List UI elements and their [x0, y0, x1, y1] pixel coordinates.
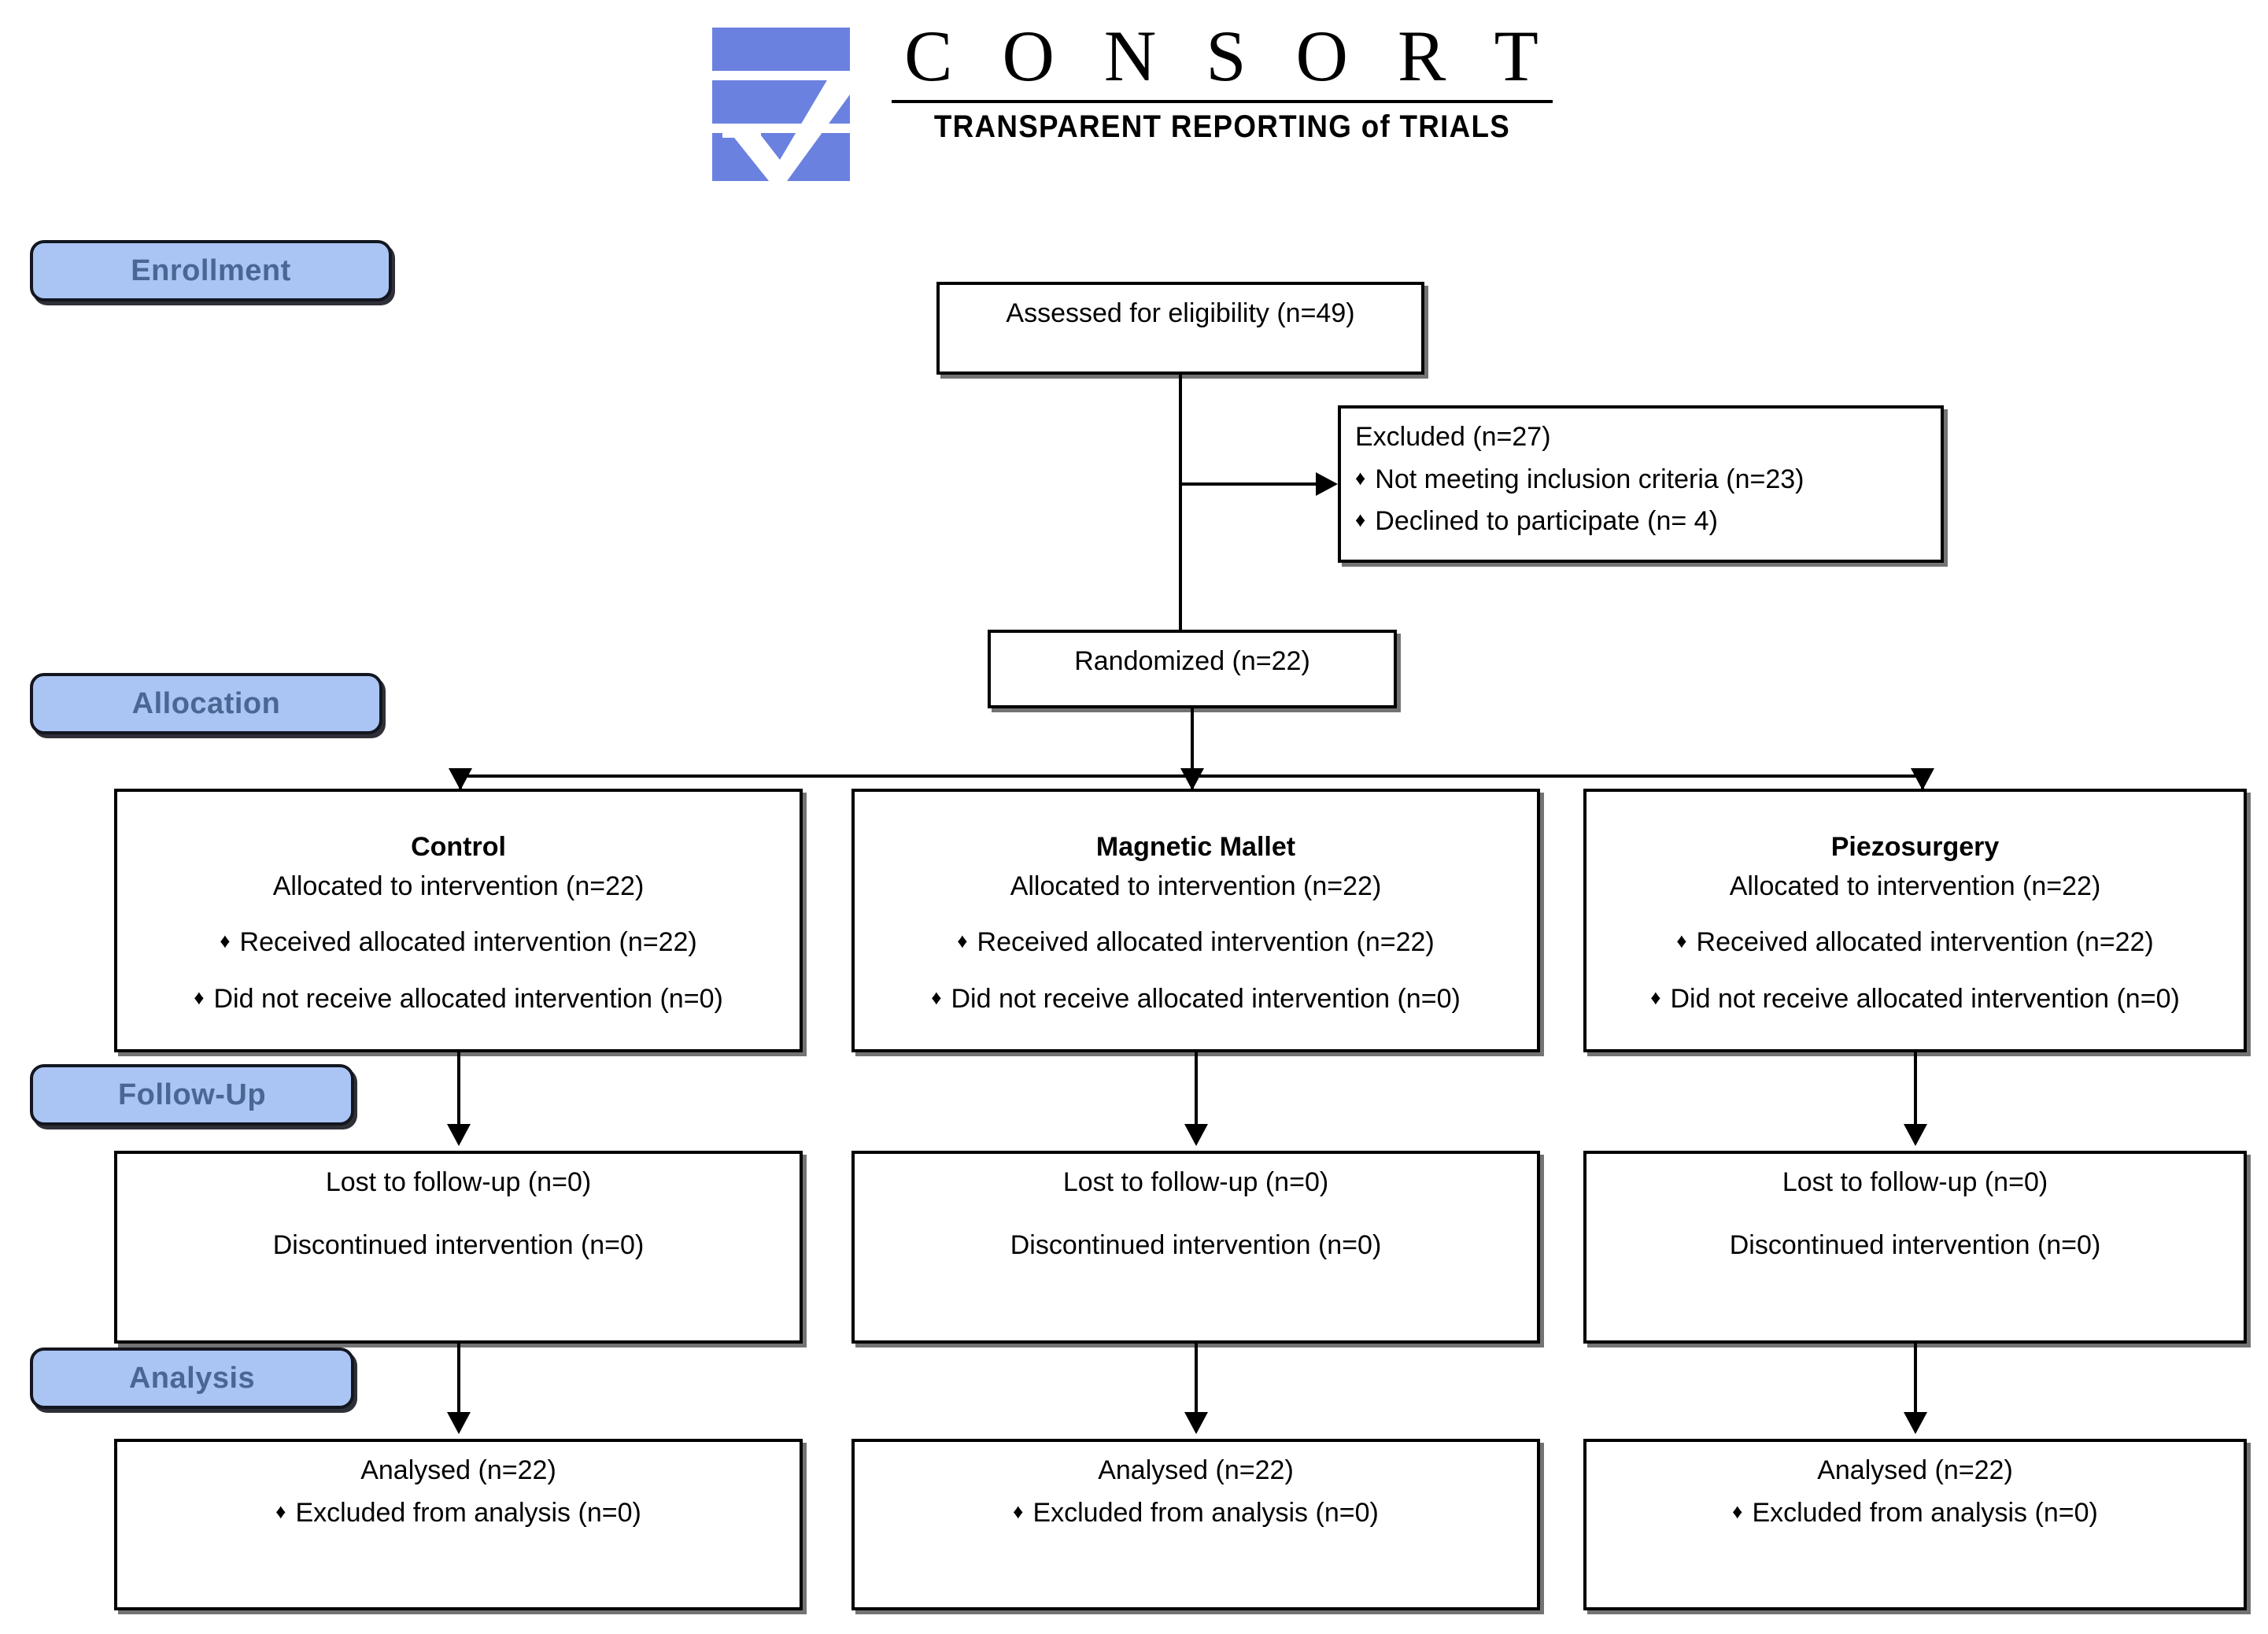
allocated-text: Allocated to intervention (n=22) [1729, 871, 2101, 901]
arrowhead-allocation-2-icon [1180, 768, 1204, 790]
analysed-text: Analysed (n=22) [1817, 1455, 2013, 1485]
arrowhead-analysis-3-icon [1904, 1412, 1927, 1434]
spacer [869, 1201, 1523, 1228]
arm-title: Piezosurgery [1830, 832, 2000, 862]
excluded-reason-text: Declined to participate (n= 4) [1375, 506, 1718, 537]
diamond-bullet-icon: ♦ [1013, 1499, 1024, 1523]
box-randomized: Randomized (n=22) [988, 630, 1397, 708]
arrowhead-followup-2-icon [1184, 1124, 1208, 1146]
arm-title: Magnetic Mallet [1095, 832, 1296, 862]
diamond-bullet-icon: ♦ [1355, 508, 1366, 532]
stage-label-follow-up: Follow-Up [30, 1064, 354, 1126]
connector-assessed-to-randomized [1179, 375, 1182, 630]
box-assessed-for-eligibility: Assessed for eligibility (n=49) [936, 282, 1424, 375]
diamond-bullet-icon: ♦ [220, 929, 231, 953]
diamond-bullet-icon: ♦ [957, 929, 968, 953]
allocation-bullet-row: ♦ Received allocated intervention (n=22) [1601, 925, 2229, 961]
consort-tagline: TRANSPARENT REPORTING of TRIALS [933, 109, 1511, 144]
allocation-bullet-row: ♦ Received allocated intervention (n=22) [131, 925, 785, 961]
allocated-text: Allocated to intervention (n=22) [1010, 871, 1382, 901]
allocation-bullet-row: ♦ Did not receive allocated intervention… [1601, 982, 2229, 1018]
box-analysis-control: Analysed (n=22) ♦ Excluded from analysis… [114, 1439, 803, 1610]
lost-to-followup-text: Lost to follow-up (n=0) [1782, 1167, 2048, 1197]
diamond-bullet-icon: ♦ [1355, 465, 1366, 490]
analysis-bullet-row: ♦ Excluded from analysis (n=0) [1601, 1495, 2229, 1532]
arrowhead-followup-1-icon [447, 1124, 471, 1146]
assessed-text: Assessed for eligibility (n=49) [1006, 298, 1355, 328]
box-followup-magnetic-mallet: Lost to follow-up (n=0) Discontinued int… [851, 1151, 1540, 1344]
excluded-reason-text: Not meeting inclusion criteria (n=23) [1375, 464, 1804, 494]
diamond-bullet-icon: ♦ [1732, 1499, 1743, 1523]
box-allocation-piezosurgery: Piezosurgery Allocated to intervention (… [1583, 789, 2247, 1052]
connector-followup-to-analysis-1 [457, 1344, 460, 1417]
randomized-text: Randomized (n=22) [1074, 646, 1310, 676]
box-followup-piezosurgery: Lost to follow-up (n=0) Discontinued int… [1583, 1151, 2247, 1344]
allocated-text: Allocated to intervention (n=22) [272, 871, 645, 901]
connector-to-excluded [1179, 482, 1317, 486]
diamond-bullet-icon: ♦ [275, 1499, 286, 1523]
connector-alloc-to-followup-3 [1914, 1052, 1917, 1129]
discontinued-text: Discontinued intervention (n=0) [1729, 1229, 2101, 1260]
consort-logo-mark-icon [712, 28, 850, 181]
box-analysis-piezosurgery: Analysed (n=22) ♦ Excluded from analysis… [1583, 1439, 2247, 1610]
discontinued-text: Discontinued intervention (n=0) [272, 1229, 645, 1260]
analysis-bullet-text: Excluded from analysis (n=0) [1032, 1497, 1379, 1528]
analysed-text: Analysed (n=22) [360, 1455, 556, 1485]
stage-label-enrollment: Enrollment [30, 240, 392, 301]
analysis-bullet-row: ♦ Excluded from analysis (n=0) [869, 1495, 1523, 1532]
stage-label-allocation: Allocation [30, 673, 382, 734]
allocation-bullet-text: Did not receive allocated intervention (… [1670, 983, 2180, 1014]
analysis-bullet-text: Excluded from analysis (n=0) [1752, 1497, 2098, 1528]
allocation-bullet-text: Did not receive allocated intervention (… [213, 983, 723, 1014]
analysis-bullet-text: Excluded from analysis (n=0) [295, 1497, 641, 1528]
connector-randomized-stem [1191, 708, 1194, 778]
consort-logo: C O N S O R T TRANSPARENT REPORTING of T… [712, 20, 1562, 185]
diamond-bullet-icon: ♦ [194, 985, 205, 1009]
box-allocation-magnetic-mallet: Magnetic Mallet Allocated to interventio… [851, 789, 1540, 1052]
excluded-reason-row: ♦ Declined to participate (n= 4) [1355, 504, 1926, 540]
box-allocation-control: Control Allocated to intervention (n=22)… [114, 789, 803, 1052]
diamond-bullet-icon: ♦ [1650, 985, 1661, 1009]
arrowhead-allocation-3-icon [1911, 768, 1934, 790]
allocation-bullet-text: Received allocated intervention (n=22) [977, 927, 1435, 958]
discontinued-text: Discontinued intervention (n=0) [1010, 1229, 1382, 1260]
diamond-bullet-icon: ♦ [931, 985, 942, 1009]
arrowhead-analysis-2-icon [1184, 1412, 1208, 1434]
arrowhead-followup-3-icon [1904, 1124, 1927, 1146]
excluded-title: Excluded (n=27) [1355, 422, 1551, 452]
checkmark-icon [722, 71, 850, 181]
consort-title: C O N S O R T [904, 16, 1554, 96]
box-analysis-magnetic-mallet: Analysed (n=22) ♦ Excluded from analysis… [851, 1439, 1540, 1610]
spacer [1601, 1201, 2229, 1228]
excluded-reason-row: ♦ Not meeting inclusion criteria (n=23) [1355, 462, 1926, 498]
analysis-bullet-row: ♦ Excluded from analysis (n=0) [131, 1495, 785, 1532]
arrowhead-to-excluded-icon [1316, 472, 1338, 496]
arm-title: Control [411, 832, 506, 862]
arrowhead-allocation-1-icon [449, 768, 472, 790]
lost-to-followup-text: Lost to follow-up (n=0) [1062, 1167, 1329, 1197]
stage-label-analysis: Analysis [30, 1347, 354, 1409]
lost-to-followup-text: Lost to follow-up (n=0) [325, 1167, 592, 1197]
box-excluded: Excluded (n=27) ♦ Not meeting inclusion … [1338, 405, 1944, 563]
diamond-bullet-icon: ♦ [1676, 929, 1687, 953]
connector-alloc-to-followup-2 [1195, 1052, 1198, 1129]
allocation-bullet-text: Did not receive allocated intervention (… [951, 983, 1461, 1014]
connector-alloc-to-followup-1 [457, 1052, 460, 1129]
analysed-text: Analysed (n=22) [1098, 1455, 1294, 1485]
allocation-bullet-row: ♦ Received allocated intervention (n=22) [869, 925, 1523, 961]
box-followup-control: Lost to follow-up (n=0) Discontinued int… [114, 1151, 803, 1344]
logo-bar-top [712, 28, 850, 71]
allocation-bullet-row: ♦ Did not receive allocated intervention… [869, 982, 1523, 1018]
logo-divider [892, 100, 1553, 103]
arrowhead-analysis-1-icon [447, 1412, 471, 1434]
allocation-bullet-text: Received allocated intervention (n=22) [239, 927, 697, 958]
allocation-bullet-text: Received allocated intervention (n=22) [1696, 927, 2154, 958]
connector-followup-to-analysis-3 [1914, 1344, 1917, 1417]
allocation-bullet-row: ♦ Did not receive allocated intervention… [131, 982, 785, 1018]
consort-wordmark: C O N S O R T TRANSPARENT REPORTING of T… [884, 20, 1561, 145]
connector-followup-to-analysis-2 [1195, 1344, 1198, 1417]
spacer [131, 1201, 785, 1228]
